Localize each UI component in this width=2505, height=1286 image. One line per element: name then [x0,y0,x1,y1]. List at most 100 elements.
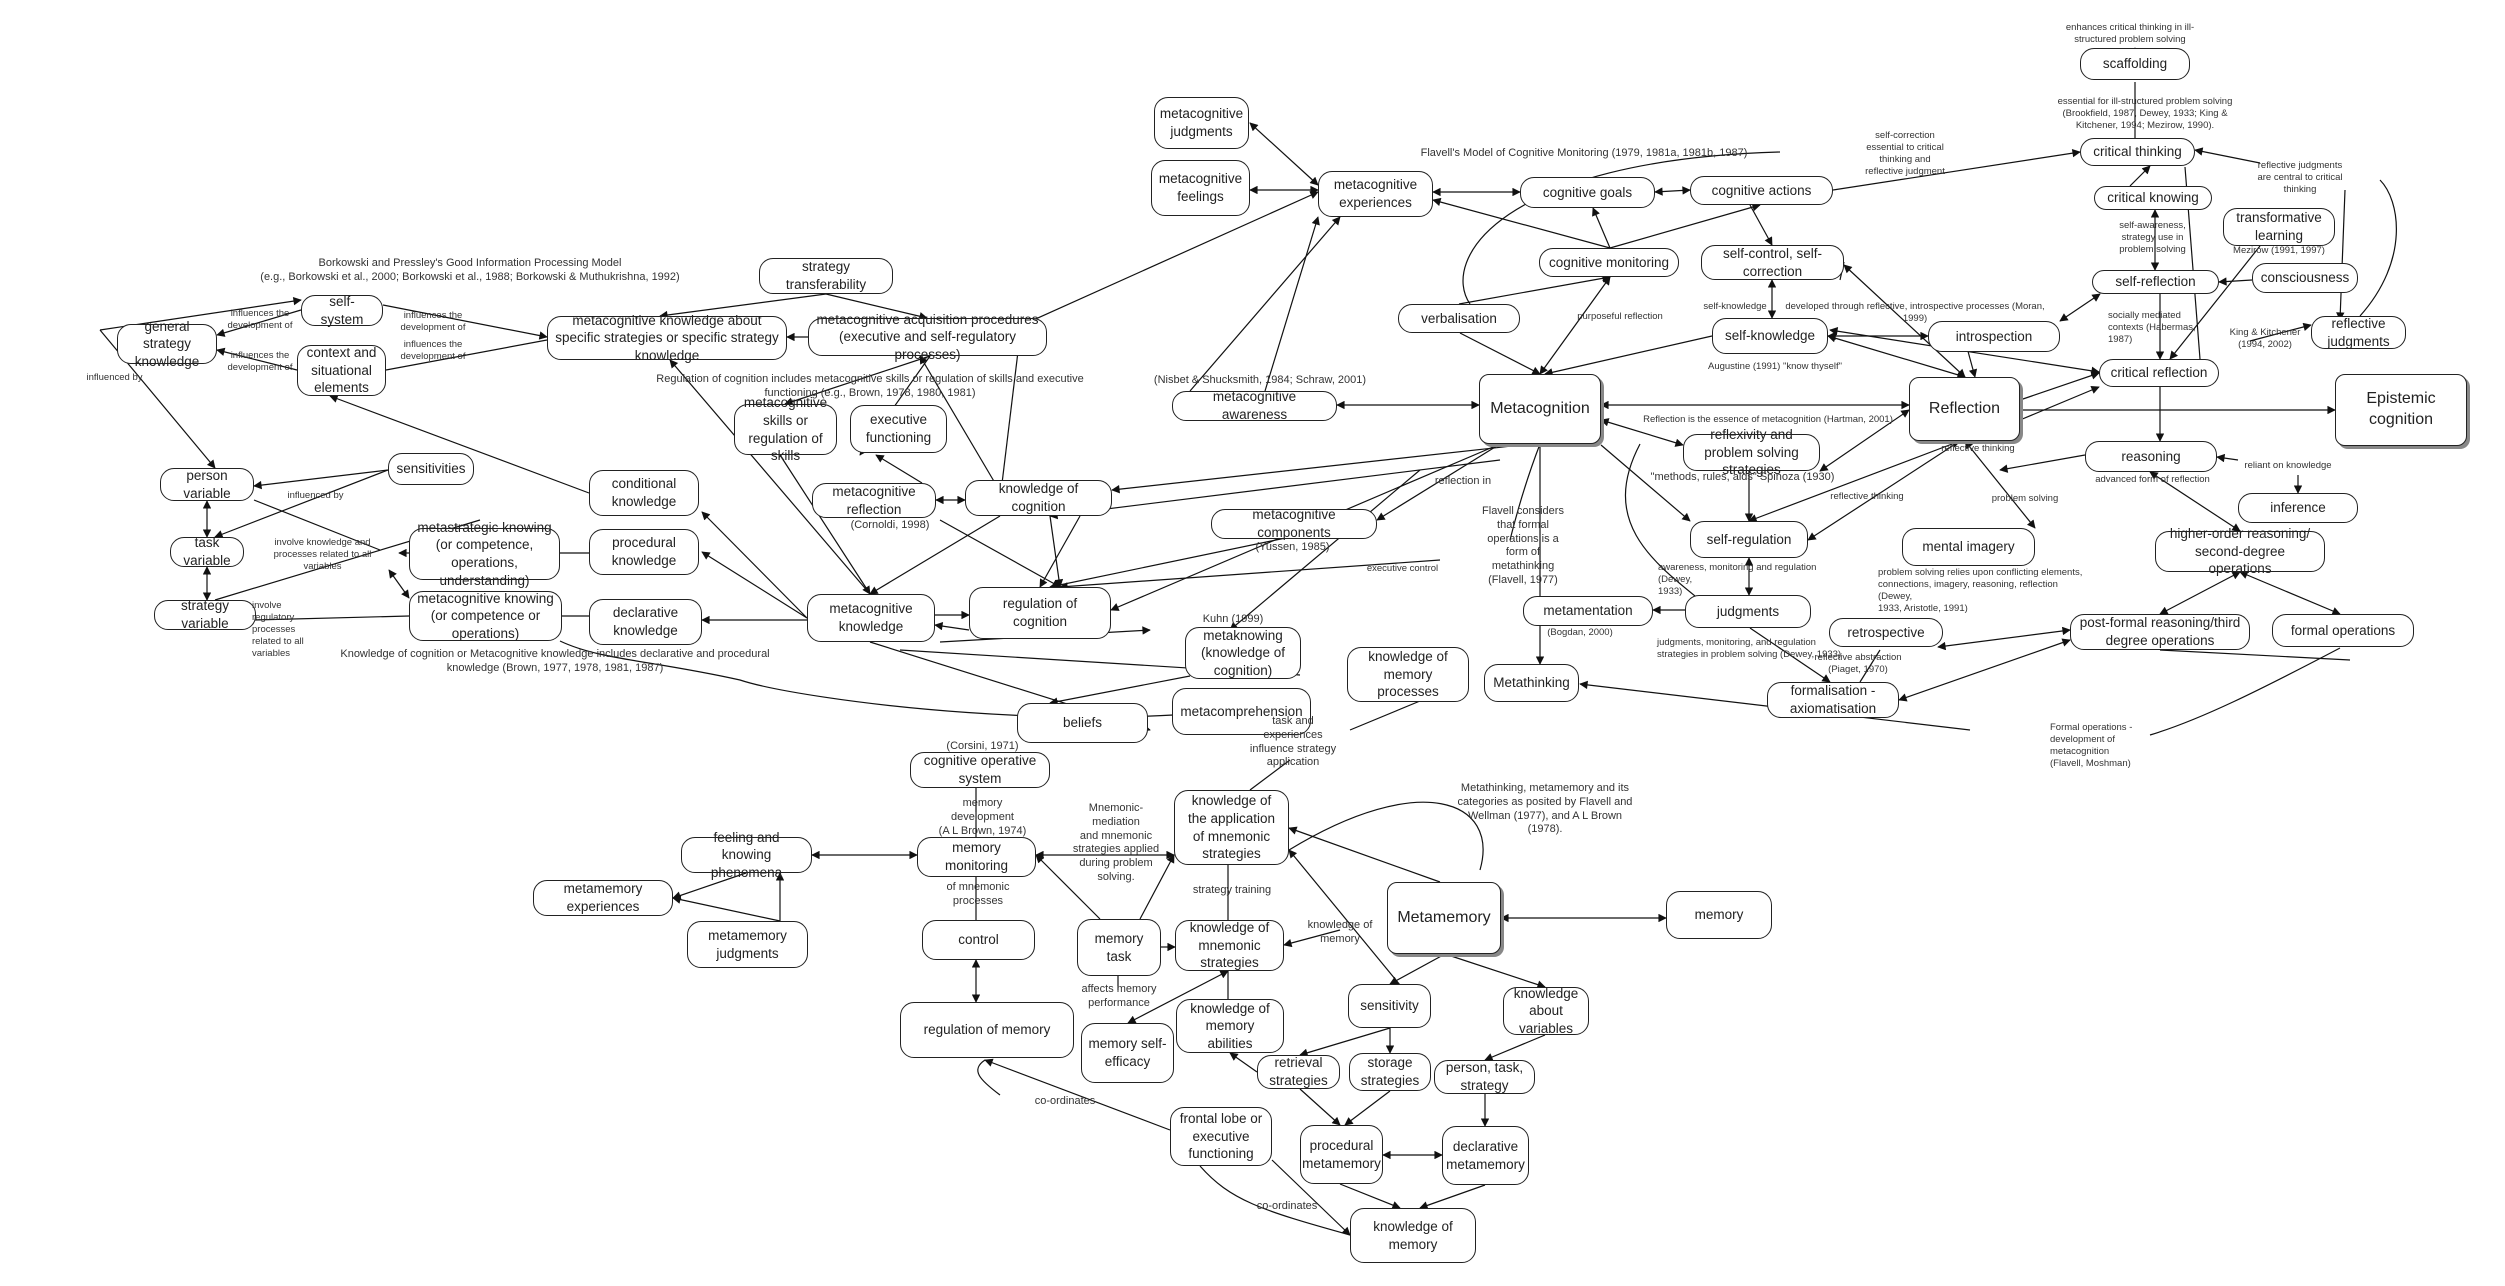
node-knowledge-application[interactable]: knowledge of the application of mnemonic… [1174,790,1289,865]
node-metacomprehension[interactable]: metacomprehension [1172,688,1311,735]
node-person-variable[interactable]: person variable [160,468,254,501]
node-cognitive-monitoring[interactable]: cognitive monitoring [1539,248,1679,277]
node-metathinking[interactable]: Metathinking [1484,664,1579,702]
label-corsini: (Corsini, 1971) [946,740,1019,752]
node-post-formal-reasoning[interactable]: post-formal reasoning/third degree opera… [2070,614,2250,650]
node-metacognitive-knowledge[interactable]: metacognitive knowledge [807,594,935,642]
node-higher-order-reasoning[interactable]: higher-order reasoning/ second-degree op… [2155,526,2325,576]
node-beliefs[interactable]: beliefs [1017,703,1148,743]
node-general-strategy-knowledge[interactable]: general strategy knowledge [117,319,217,369]
node-judgments[interactable]: judgments [1685,595,1811,628]
node-mental-imagery[interactable]: mental imagery [1902,528,2035,566]
node-memory-monitoring[interactable]: memory monitoring [917,837,1036,877]
node-metastrategic-knowing[interactable]: metastrategic knowing (or competence, op… [409,520,560,588]
node-cognitive-goals[interactable]: cognitive goals [1520,177,1655,208]
node-sensitivity[interactable]: sensitivity [1348,984,1431,1028]
node-self-control[interactable]: self-control, self-correction [1701,245,1844,280]
node-metamemory-experiences[interactable]: metamemory experiences [533,880,673,916]
node-retrieval-strategies[interactable]: retrieval strategies [1257,1055,1340,1089]
label-flavell-model: Flavell's Model of Cognitive Monitoring … [1420,147,1748,159]
node-mk-specific-strategies[interactable]: metacognitive knowledge about specific s… [547,313,787,363]
node-knowledge-mnemonic-strategies[interactable]: knowledge of mnemonic strategies [1175,920,1284,971]
node-metamemory-judgments[interactable]: metamemory judgments [687,921,808,968]
node-retrospective[interactable]: retrospective [1829,618,1943,647]
node-executive-functioning[interactable]: executive functioning [850,405,947,453]
node-metamentation[interactable]: metamentation [1523,596,1653,626]
node-person-task-strategy[interactable]: person, task, strategy [1434,1060,1535,1094]
node-self-system[interactable]: self-system [301,294,383,327]
node-metacognitive-knowing[interactable]: metacognitive knowing (or competence or … [409,591,562,641]
node-formalisation[interactable]: formalisation - axiomatisation [1767,682,1899,718]
node-cognitive-actions[interactable]: cognitive actions [1690,176,1833,205]
node-metacognitive-skills[interactable]: metacognitive skills or regulation of sk… [734,395,837,463]
node-conditional-knowledge[interactable]: conditional knowledge [589,470,699,516]
node-cognitive-operative-system[interactable]: cognitive operative system [910,752,1050,788]
node-sensitivities[interactable]: sensitivities [388,453,474,485]
node-inference[interactable]: inference [2238,493,2358,523]
node-transformative-learning[interactable]: transformative learning [2223,208,2335,246]
edge-133 [1299,1027,1391,1057]
node-reflective-judgments[interactable]: reflective judgments [2311,316,2406,349]
node-self-reflection[interactable]: self-reflection [2092,270,2219,294]
node-consciousness[interactable]: consciousness [2252,263,2358,293]
node-metaknowing[interactable]: metaknowing (knowledge of cognition) [1185,627,1301,679]
node-reflexivity[interactable]: reflexivity and problem solving strategi… [1683,427,1820,477]
node-metacognitive-feelings[interactable]: metacognitive feelings [1151,160,1250,216]
node-knowledge-memory-processes[interactable]: knowledge of memory processes [1347,647,1469,702]
node-metacognition[interactable]: Metacognition [1479,374,1601,444]
edge-136 [1484,1034,1546,1061]
curve-edge-5 [2149,647,2341,736]
node-task-variable[interactable]: task variable [170,535,244,568]
node-regulation-of-memory[interactable]: regulation of memory [900,1002,1074,1058]
label-co-ordinates-1: co-ordinates [1034,1095,1096,1107]
node-introspection[interactable]: introspection [1928,321,2060,352]
node-scaffolding[interactable]: scaffolding [2080,48,2190,80]
node-memory-self-efficacy[interactable]: memory self-efficacy [1081,1023,1174,1083]
label-reliant-on-knowledge: reliant on knowledge [2244,460,2332,471]
node-procedural-metamemory[interactable]: procedural metamemory [1300,1125,1383,1184]
node-metacognitive-experiences[interactable]: metacognitive experiences [1318,171,1433,217]
label-nisbet: (Nisbet & Shucksmith, 1984; Schraw, 2001… [1153,374,1367,386]
node-frontal-lobe[interactable]: frontal lobe or executive functioning [1170,1107,1272,1166]
node-critical-reflection[interactable]: critical reflection [2099,359,2219,387]
node-acquisition-procedures[interactable]: metacognitive acquisition procedures (ex… [808,312,1047,362]
node-memory-task[interactable]: memory task [1077,919,1161,976]
label-self-knowledge: self-knowledge [1703,301,1767,312]
label-flavell-considers: Flavell considers that formal operations… [1482,505,1564,586]
node-metacognitive-components[interactable]: metacognitive components [1211,507,1377,540]
node-storage-strategies[interactable]: storage strategies [1349,1053,1431,1091]
node-declarative-metamemory[interactable]: declarative metamemory [1442,1126,1529,1185]
node-critical-thinking[interactable]: critical thinking [2080,138,2195,166]
node-feeling-knowing[interactable]: feeling and knowing phenomena [681,830,812,880]
node-verbalisation[interactable]: verbalisation [1398,304,1520,333]
node-control[interactable]: control [922,920,1035,960]
label-problem-solving-relies: problem solving relies upon conflicting … [1878,567,2083,614]
node-procedural-knowledge[interactable]: procedural knowledge [589,529,699,575]
node-knowledge-memory-abilities[interactable]: knowledge of memory abilities [1176,999,1284,1053]
node-metacognitive-reflection[interactable]: metacognitive reflection [812,483,936,518]
edge-46 [1189,216,1341,392]
node-knowledge-about-variables[interactable]: knowledge about variables [1503,986,1589,1036]
node-declarative-knowledge[interactable]: declarative knowledge [589,599,702,645]
node-reasoning[interactable]: reasoning [2085,441,2217,472]
node-memory[interactable]: memory [1666,891,1772,939]
node-self-regulation[interactable]: self-regulation [1690,521,1808,558]
node-metacognitive-awareness[interactable]: metacognitive awareness [1172,389,1337,422]
node-metamemory[interactable]: Metamemory [1387,882,1501,954]
node-formal-operations[interactable]: formal operations [2272,614,2414,647]
edge-7 [2218,277,2253,286]
node-critical-knowing[interactable]: critical knowing [2094,186,2212,210]
node-strategy-variable[interactable]: strategy variable [154,598,256,631]
node-strategy-transferability[interactable]: strategy transferability [759,258,893,294]
node-context-elements[interactable]: context and situational elements [297,345,386,396]
edge-23 [2159,649,2351,661]
label-reflective-thinking-2: reflective thinking [1830,491,1904,502]
node-regulation-of-cognition[interactable]: regulation of cognition [969,587,1111,639]
node-knowledge-of-cognition[interactable]: knowledge of cognition [965,480,1112,516]
node-knowledge-of-memory[interactable]: knowledge of memory [1350,1208,1476,1263]
node-self-knowledge[interactable]: self-knowledge [1712,318,1828,354]
node-reflection[interactable]: Reflection [1909,377,2020,441]
node-epistemic-cognition[interactable]: Epistemic cognition [2335,374,2467,446]
node-metacognitive-judgments[interactable]: metacognitive judgments [1154,97,1249,149]
label-task-experiences: task and experiences influence strategy … [1249,715,1337,769]
